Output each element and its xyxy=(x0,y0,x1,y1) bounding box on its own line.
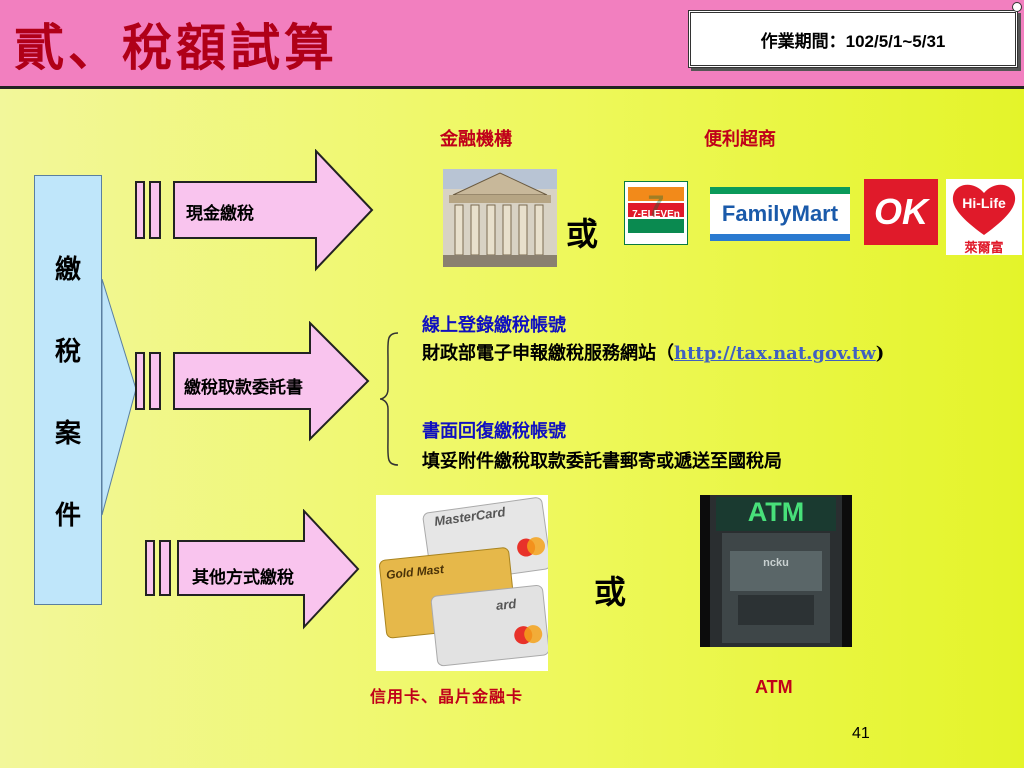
online-desc: 財政部電子申報繳稅服務網站（ xyxy=(422,343,674,364)
store-label: 便利超商 xyxy=(704,129,776,150)
cash-arrow-label: 現金繳稅 xyxy=(186,204,254,224)
other-arrow-label: 其他方式繳稅 xyxy=(192,568,294,588)
hilife-text: Hi-Life xyxy=(962,195,1006,211)
paper-title: 書面回復繳稅帳號 xyxy=(422,421,566,442)
atm-brand-text: ncku xyxy=(763,557,789,569)
hilife-logo: Hi-Life 萊爾富 xyxy=(946,179,1022,256)
ok-mart-logo: OK xyxy=(864,179,938,245)
svg-text:7: 7 xyxy=(648,190,665,223)
familymart-logo: FamilyMart xyxy=(710,187,850,241)
card-text-3: ard xyxy=(495,595,517,614)
hilife-sub-text: 萊爾富 xyxy=(964,241,1004,256)
other-arrow-icon xyxy=(145,509,360,630)
online-title: 線上登錄繳稅帳號 xyxy=(422,315,566,336)
debit-arrow-icon xyxy=(135,321,370,442)
period-box: 作業期間：102/5/1~5/31 xyxy=(688,10,1018,68)
online-desc-line: 財政部電子申報繳稅服務網站（http://tax.nat.gov.tw) xyxy=(422,339,884,365)
seven-eleven-logo: 7 7-ELEVEn xyxy=(623,180,689,246)
debit-arrow-label: 繳稅取款委託書 xyxy=(184,378,303,398)
atm-image: ATM ncku xyxy=(700,495,852,647)
page-number: 41 xyxy=(852,725,870,742)
atm-sign-text: ATM xyxy=(747,497,805,527)
familymart-text: FamilyMart xyxy=(721,201,839,226)
case-char-2: 稅 xyxy=(54,336,81,367)
case-char-1: 繳 xyxy=(54,254,81,285)
paper-desc: 填妥附件繳稅取款委託書郵寄或遞送至國稅局 xyxy=(422,451,782,472)
bank-label: 金融機構 xyxy=(440,129,512,150)
or-text-1: 或 xyxy=(566,215,599,253)
online-close: ) xyxy=(875,343,885,364)
tax-site-link[interactable]: http://tax.nat.gov.tw xyxy=(674,343,876,364)
header-bar: 貳、稅額試算 作業期間：102/5/1~5/31 xyxy=(0,0,1024,89)
case-char-4: 件 xyxy=(54,500,81,531)
ok-text: OK xyxy=(874,191,928,232)
card-caption: 信用卡、晶片金融卡 xyxy=(370,687,524,706)
case-arrow-icon xyxy=(101,279,137,516)
credit-cards-image: MasterCard Gold Mast ard xyxy=(376,495,548,671)
slide-title: 貳、稅額試算 xyxy=(14,18,338,77)
seven-eleven-text: 7-ELEVEn xyxy=(632,209,680,220)
cash-arrow-icon xyxy=(135,149,374,272)
period-text: 作業期間：102/5/1~5/31 xyxy=(760,31,946,51)
case-char-3: 案 xyxy=(54,418,81,449)
corner-dot xyxy=(1012,2,1022,12)
slide-content: 繳 稅 案 件 現金繳稅 繳稅取款委託書 其他方式繳稅 金融機構 便利超商 xyxy=(0,89,1024,768)
atm-caption: ATM xyxy=(755,677,793,697)
bank-building-image xyxy=(443,169,557,267)
tax-case-box: 繳 稅 案 件 xyxy=(34,175,102,605)
or-text-2: 或 xyxy=(594,573,627,611)
brace-icon xyxy=(379,332,399,466)
